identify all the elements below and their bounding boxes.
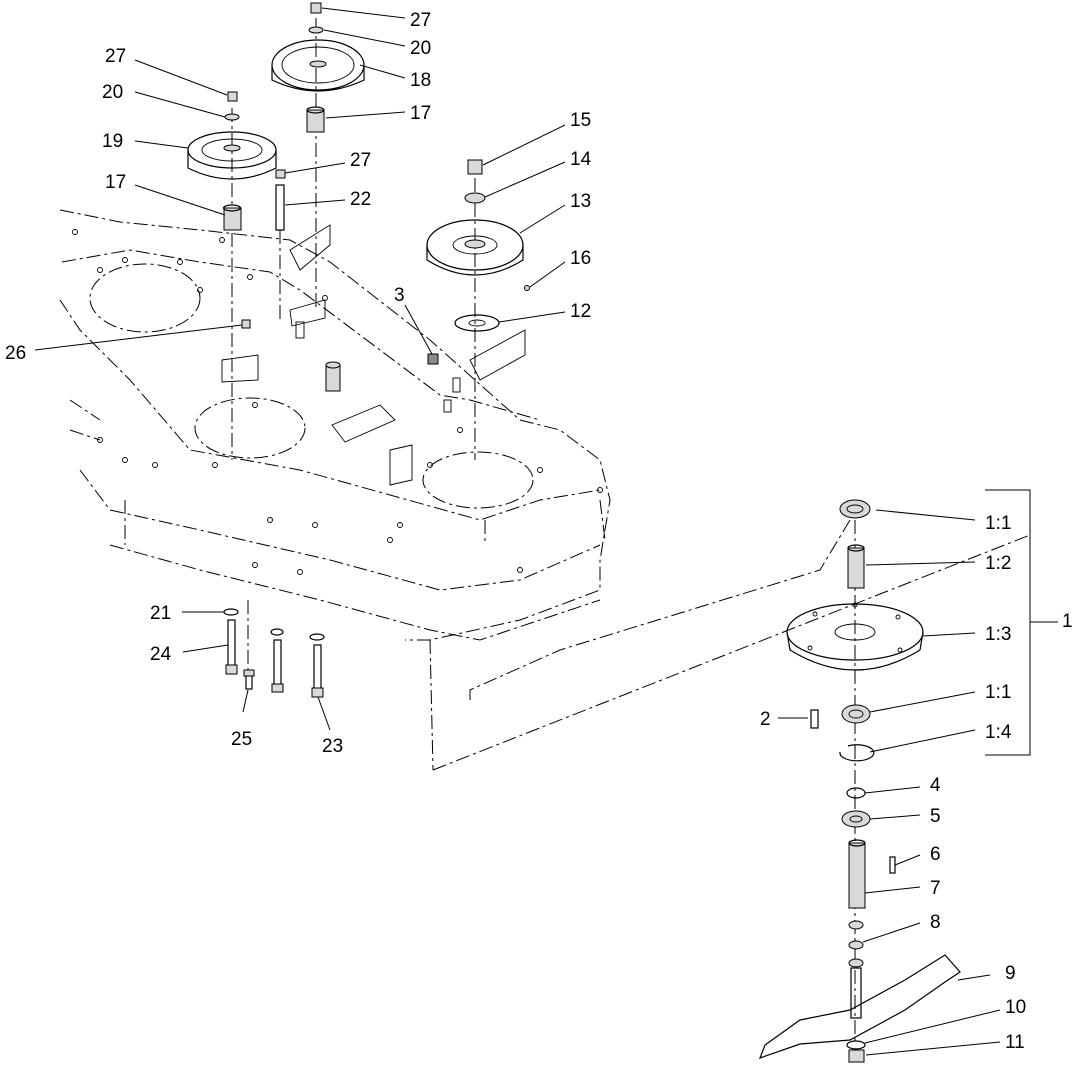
washer-4 <box>846 787 866 799</box>
bolt-2 <box>810 709 819 729</box>
washer-20-top <box>308 26 324 34</box>
callout-25: 25 <box>231 729 252 750</box>
deck-holes <box>72 229 603 575</box>
callout-1-2: 1:2 <box>985 553 1011 574</box>
nut-27-mid <box>275 169 286 179</box>
callout-21: 21 <box>150 603 171 624</box>
callout-5: 5 <box>930 806 941 827</box>
washer-20-left <box>224 113 240 121</box>
washer-8 <box>848 920 864 930</box>
bearing-5 <box>841 810 871 828</box>
callout-18: 18 <box>410 70 431 91</box>
callout-4: 4 <box>930 775 941 796</box>
bearing-1-1-bottom <box>841 704 871 724</box>
callout-24: 24 <box>150 644 172 665</box>
bearing-1-1-top <box>839 499 871 519</box>
callout-1: 1 <box>1062 611 1073 632</box>
callout-27a: 27 <box>410 10 431 31</box>
nut-27-top <box>310 2 322 14</box>
callout-6: 6 <box>930 844 941 865</box>
callout-9: 9 <box>1005 963 1016 984</box>
callout-19: 19 <box>102 131 123 152</box>
callout-23: 23 <box>322 736 343 757</box>
callout-labels: 27 20 18 17 27 20 19 17 27 22 15 14 13 1… <box>5 10 1073 1053</box>
callout-16: 16 <box>570 248 591 269</box>
callout-1-1-top: 1:1 <box>985 513 1011 534</box>
callout-1-1-bottom: 1:1 <box>985 682 1011 703</box>
left-idler-pulley-assembly <box>187 91 277 460</box>
callout-22: 22 <box>350 189 371 210</box>
callout-2: 2 <box>760 709 771 730</box>
callout-26: 26 <box>5 343 26 364</box>
spacer-17-right <box>306 109 325 133</box>
washer-21 <box>223 608 239 616</box>
spindle-blade-assembly <box>758 489 1058 1063</box>
nut-27-left <box>227 91 238 102</box>
grease-fitting-16 <box>524 285 530 291</box>
callout-20a: 20 <box>410 38 431 59</box>
callout-13: 13 <box>570 191 591 212</box>
bolt-22 <box>275 184 285 231</box>
callout-10: 10 <box>1005 997 1026 1018</box>
shaft-7 <box>848 842 866 909</box>
callout-15: 15 <box>570 110 591 131</box>
blade-9 <box>758 954 961 1059</box>
spacer-1-2 <box>847 547 865 589</box>
callout-27b: 27 <box>105 46 126 67</box>
callout-14: 14 <box>570 149 592 170</box>
callout-20b: 20 <box>102 82 123 103</box>
callout-3: 3 <box>394 285 405 306</box>
screw-25 <box>245 674 253 690</box>
washer-14 <box>464 192 486 204</box>
callout-17b: 17 <box>105 172 126 193</box>
drive-pulley-assembly <box>426 159 530 460</box>
callout-1-4: 1:4 <box>985 722 1012 743</box>
under-deck-bolts <box>223 600 325 698</box>
mower-deck <box>59 209 1031 771</box>
callout-8: 8 <box>930 912 941 933</box>
bolt-15 <box>467 159 483 175</box>
bolt-24 <box>227 619 236 671</box>
callout-12: 12 <box>570 301 591 322</box>
callout-7: 7 <box>930 878 941 899</box>
callout-17a: 17 <box>410 103 431 124</box>
bolt-23 <box>313 644 322 691</box>
leader-lines <box>34 7 1001 1056</box>
nut-3 <box>427 353 439 365</box>
key-6 <box>889 856 896 874</box>
callout-11: 11 <box>1005 1032 1025 1053</box>
nut-26 <box>241 319 251 329</box>
callout-27c: 27 <box>350 150 371 171</box>
washer-10 <box>846 1040 866 1050</box>
washer-12 <box>454 314 500 332</box>
right-idler-pulley-assembly <box>271 2 365 320</box>
snap-ring-1-4 <box>839 744 875 762</box>
spacer-17-left <box>223 207 242 231</box>
callout-1-3: 1:3 <box>985 624 1011 645</box>
bolt-11 <box>848 1049 865 1063</box>
